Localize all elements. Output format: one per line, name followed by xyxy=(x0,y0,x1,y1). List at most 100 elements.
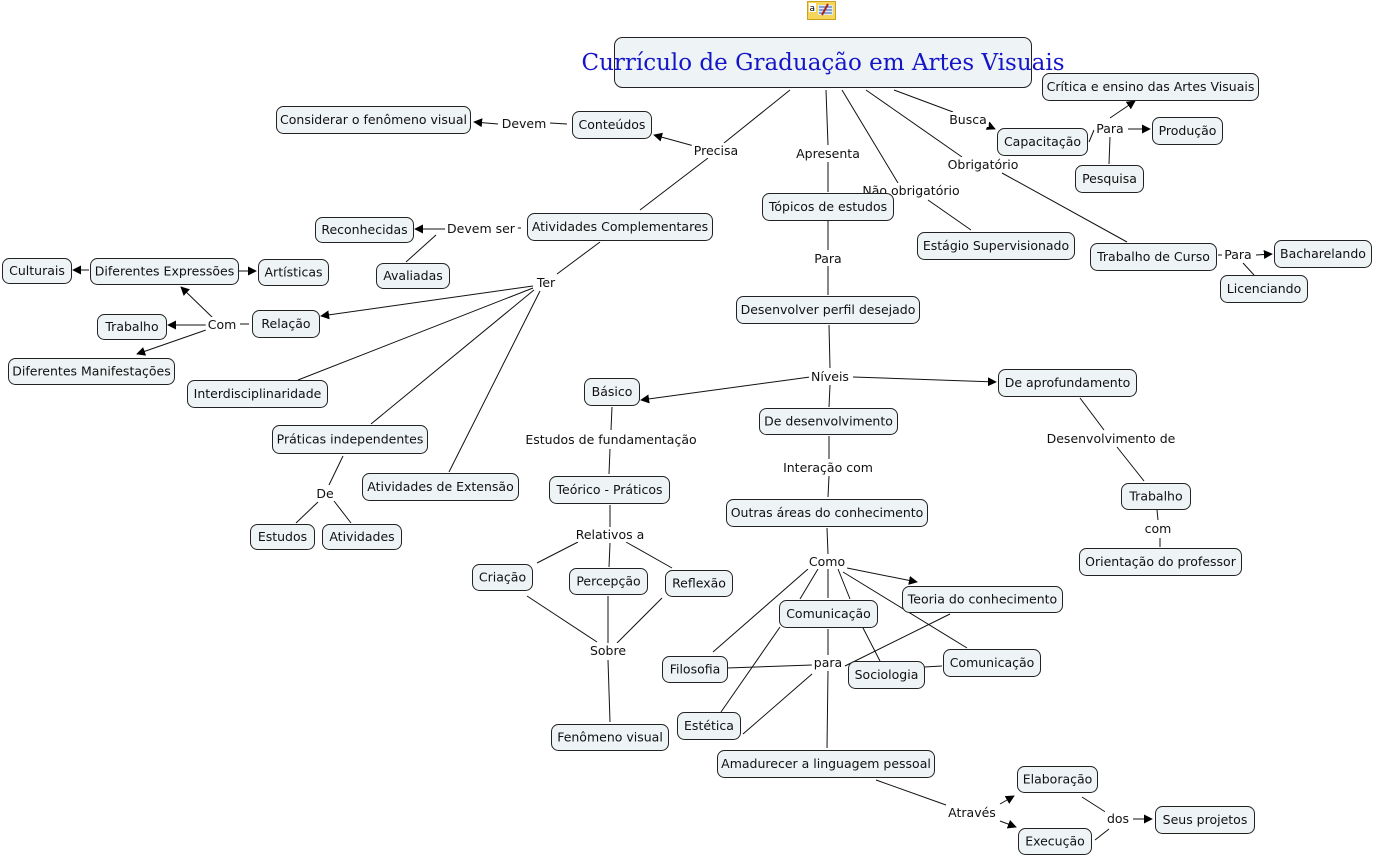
link-label-como[interactable]: Como xyxy=(809,554,845,569)
concept-node-amadurecer[interactable]: Amadurecer a linguagem pessoal xyxy=(717,750,935,778)
connector-line xyxy=(827,475,830,498)
link-label-para2[interactable]: Para xyxy=(814,251,841,266)
concept-node-considerar[interactable]: Considerar o fenômeno visual xyxy=(276,106,471,134)
link-label-busca[interactable]: Busca xyxy=(949,112,987,127)
concept-node-ativcompl[interactable]: Atividades Complementares xyxy=(527,213,713,241)
connector-line xyxy=(536,541,579,564)
node-box xyxy=(1152,117,1223,145)
link-label-de[interactable]: De xyxy=(316,486,334,501)
link-label-relativos[interactable]: Relativos a xyxy=(576,527,645,542)
link-label-para4[interactable]: para xyxy=(814,655,842,670)
concept-node-percepcao[interactable]: Percepção xyxy=(569,568,648,595)
connector-line xyxy=(328,455,344,486)
node-box xyxy=(1220,275,1308,303)
link-label-atraves[interactable]: Através xyxy=(948,805,996,820)
concept-node-licenciando[interactable]: Licenciando xyxy=(1220,275,1308,303)
link-label-ter[interactable]: Ter xyxy=(536,275,556,290)
node-box xyxy=(1075,165,1144,193)
concept-node-seusprojetos[interactable]: Seus projetos xyxy=(1155,806,1255,834)
concept-node-difmanif[interactable]: Diferentes Manifestações xyxy=(8,358,175,385)
link-label-devemser[interactable]: Devem ser xyxy=(447,221,516,236)
concept-node-estudos[interactable]: Estudos xyxy=(250,524,315,550)
concept-node-interdisc[interactable]: Interdisciplinaridade xyxy=(187,380,328,408)
concept-node-praticas[interactable]: Práticas independentes xyxy=(272,425,428,454)
link-label-dos[interactable]: dos xyxy=(1107,811,1129,826)
link-label-obrigatorio[interactable]: Obrigatório xyxy=(948,157,1019,172)
concept-node-estetica[interactable]: Estética xyxy=(677,712,741,740)
concept-node-trabalho2[interactable]: Trabalho xyxy=(1121,483,1191,510)
link-label-com1[interactable]: Com xyxy=(208,317,237,332)
concept-node-pesquisa[interactable]: Pesquisa xyxy=(1075,165,1144,193)
concept-node-capacitacao[interactable]: Capacitação xyxy=(997,128,1088,156)
connector-arrow xyxy=(999,819,1017,829)
concept-node-estagio[interactable]: Estágio Supervisionado xyxy=(917,232,1075,260)
concept-node-elaboracao[interactable]: Elaboração xyxy=(1017,766,1098,793)
node-box xyxy=(1017,766,1098,793)
concept-node-teorico[interactable]: Teórico - Práticos xyxy=(549,476,670,504)
annotation-note-icon[interactable]: a xyxy=(807,1,836,20)
connector-arrow xyxy=(999,795,1015,805)
node-box xyxy=(315,217,414,243)
link-label-niveis[interactable]: Níveis xyxy=(811,369,849,384)
connector-arrow xyxy=(136,329,207,356)
concept-node-criacao[interactable]: Criação xyxy=(472,564,533,591)
concept-node-ativext[interactable]: Atividades de Extensão xyxy=(362,473,519,501)
node-box xyxy=(1274,240,1372,268)
concept-node-reconhecidas[interactable]: Reconhecidas xyxy=(315,217,414,243)
link-label-com2[interactable]: com xyxy=(1145,521,1172,536)
concept-node-difexpr[interactable]: Diferentes Expressões xyxy=(90,258,239,285)
link-label-apresenta[interactable]: Apresenta xyxy=(796,146,860,161)
concept-node-reflexao[interactable]: Reflexão xyxy=(665,570,733,597)
concept-node-deaprof[interactable]: De aprofundamento xyxy=(998,369,1137,397)
concept-node-producao[interactable]: Produção xyxy=(1152,117,1223,145)
concept-node-fenomeno[interactable]: Fenômeno visual xyxy=(551,724,669,751)
connector-line xyxy=(875,779,947,806)
link-label-precisa[interactable]: Precisa xyxy=(694,143,738,158)
concept-node-outrasareas[interactable]: Outras áreas do conhecimento xyxy=(726,499,928,527)
node-box xyxy=(997,128,1088,156)
node-label: Estágio Supervisionado xyxy=(923,238,1069,253)
concept-node-trabalho1[interactable]: Trabalho xyxy=(97,314,167,340)
link-label-background xyxy=(445,221,518,236)
concept-node-filosofia[interactable]: Filosofia xyxy=(662,656,728,683)
node-box xyxy=(1090,243,1217,271)
link-label-sobre[interactable]: Sobre xyxy=(590,643,626,658)
link-label-para3[interactable]: Para xyxy=(1224,247,1251,262)
concept-node-trabcurso[interactable]: Trabalho de Curso xyxy=(1090,243,1217,271)
connector-line xyxy=(1088,129,1095,143)
concept-node-execucao[interactable]: Execução xyxy=(1018,828,1092,855)
concept-node-basico[interactable]: Básico xyxy=(584,378,640,406)
concept-node-conteudos[interactable]: Conteúdos xyxy=(572,111,652,139)
connector-line xyxy=(1081,796,1108,814)
node-label: Tópicos de estudos xyxy=(768,199,887,214)
connector-arrow xyxy=(653,132,695,147)
map-title-node[interactable]: Currículo de Graduação em Artes Visuais xyxy=(581,37,1065,88)
concept-node-bacharelando[interactable]: Bacharelando xyxy=(1274,240,1372,268)
link-label-estfund[interactable]: Estudos de fundamentação xyxy=(525,432,696,447)
link-label-interacao[interactable]: Interação com xyxy=(783,460,873,475)
link-label-devem[interactable]: Devem xyxy=(502,116,547,131)
connector-arrow xyxy=(852,376,997,387)
concept-node-desenvperfil[interactable]: Desenvolver perfil desejado xyxy=(736,296,920,324)
concept-node-critica[interactable]: Crítica e ensino das Artes Visuais xyxy=(1042,73,1259,101)
link-label-desenvde[interactable]: Desenvolvimento de xyxy=(1047,431,1176,446)
concept-node-culturais[interactable]: Culturais xyxy=(2,258,72,284)
concept-node-artisticas[interactable]: Artísticas xyxy=(258,259,329,286)
concept-node-avaliadas[interactable]: Avaliadas xyxy=(376,263,450,289)
node-box xyxy=(943,649,1041,677)
concept-node-orientacao[interactable]: Orientação do professor xyxy=(1079,548,1242,576)
concept-node-teoriaconh[interactable]: Teoria do conhecimento xyxy=(902,586,1063,613)
node-label: Avaliadas xyxy=(383,268,443,283)
concept-node-topicos[interactable]: Tópicos de estudos xyxy=(762,193,894,221)
concept-node-comunicacao2[interactable]: Comunicação xyxy=(943,649,1041,677)
link-label-para1[interactable]: Para xyxy=(1096,121,1123,136)
concept-node-dedesenv[interactable]: De desenvolvimento xyxy=(759,408,898,435)
concept-node-relacao[interactable]: Relação xyxy=(252,310,320,338)
concept-node-comunicacao1[interactable]: Comunicação xyxy=(779,600,878,628)
concept-node-atividades[interactable]: Atividades xyxy=(322,524,402,550)
node-box xyxy=(762,193,894,221)
node-label: Crítica e ensino das Artes Visuais xyxy=(1047,79,1255,94)
concept-node-sociologia[interactable]: Sociologia xyxy=(848,661,925,689)
connector-line xyxy=(1116,446,1145,482)
